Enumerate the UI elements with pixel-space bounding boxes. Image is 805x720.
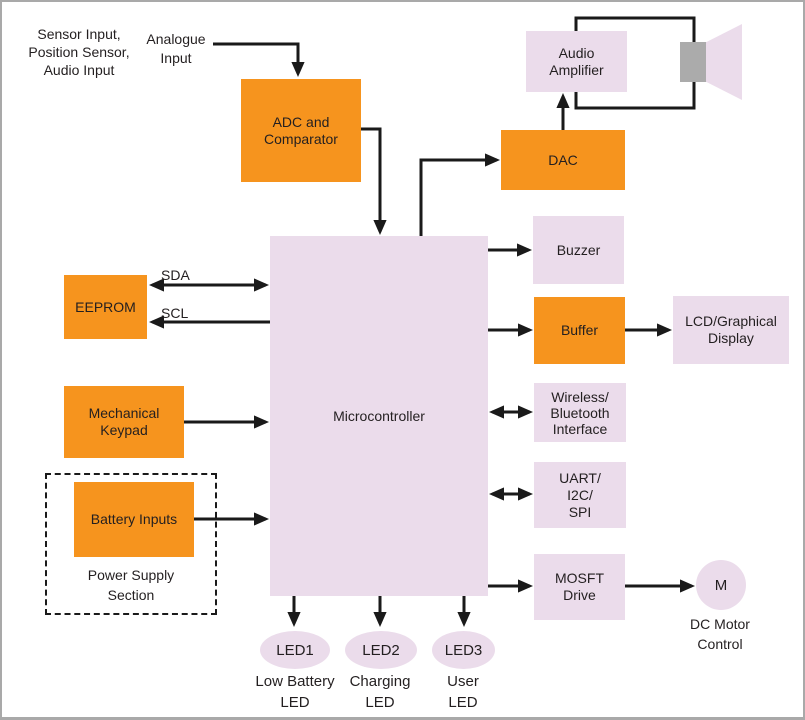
dc-motor-control-label: DC Motor Control <box>690 616 750 652</box>
power-supply-section-box: Power Supply Section <box>45 473 217 615</box>
uart-i2c-spi-block: UART/ I2C/ SPI <box>534 462 626 528</box>
speaker-cone-icon <box>706 24 742 100</box>
lcd-display-block: LCD/Graphical Display <box>673 296 789 364</box>
led1-ellipse: LED1 <box>260 631 330 669</box>
connector-microcontroller-to-dac <box>419 153 500 236</box>
buffer-block: Buffer <box>534 297 625 364</box>
dc-motor-circle: M <box>696 560 746 610</box>
led2-ellipse: LED2 <box>345 631 417 669</box>
led1-caption: Low Battery LED <box>255 673 335 711</box>
scl-label: SCL <box>161 305 189 321</box>
sda-label: SDA <box>161 267 190 283</box>
connector-analogue-to-adc <box>213 42 305 77</box>
sensor-inputs-label: Sensor Input, Position Sensor, Audio Inp… <box>28 26 130 78</box>
battery-inputs-block: Battery Inputs <box>74 482 194 557</box>
mosft-drive-block: MOSFT Drive <box>534 554 625 620</box>
analogue-input-label: Analogue Input <box>146 31 206 66</box>
buzzer-block: Buzzer <box>533 216 624 284</box>
led2-caption: Charging LED <box>349 673 411 711</box>
audio-amplifier-block: Audio Amplifier <box>526 31 627 92</box>
led3-ellipse: LED3 <box>432 631 495 669</box>
adc-comparator-block: ADC and Comparator <box>241 79 361 182</box>
connector-adc-to-microcontroller <box>359 127 387 235</box>
eeprom-block: EEPROM <box>64 275 147 339</box>
wireless-bluetooth-block: Wireless/ Bluetooth Interface <box>534 383 626 442</box>
dac-block: DAC <box>501 130 625 190</box>
power-supply-section-label: Power Supply Section <box>87 567 175 603</box>
led3-caption: User LED <box>447 673 479 711</box>
speaker-icon <box>680 42 708 82</box>
microcontroller-block: Microcontroller <box>270 236 488 596</box>
mechanical-keypad-block: Mechanical Keypad <box>64 386 184 458</box>
